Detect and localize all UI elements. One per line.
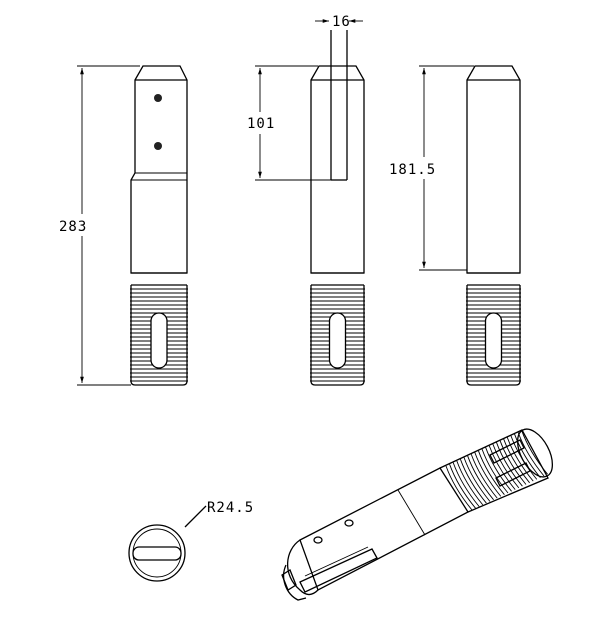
isometric-view: [281, 428, 554, 601]
end-radius-label: R24.5: [207, 500, 254, 516]
threaded-cap: [466, 285, 521, 386]
end-view: R24.5: [128, 500, 254, 582]
isometric-threads: [445, 430, 548, 511]
threaded-cap: [310, 285, 365, 386]
front-view-right: [466, 65, 521, 386]
threaded-cap: [130, 285, 188, 386]
body-length-label: 181.5: [389, 162, 436, 178]
overall-height-label: 283: [59, 219, 87, 235]
slot-width-label: 16: [332, 14, 351, 30]
dimension-slot-width: 16: [315, 14, 363, 30]
slot-depth-label: 101: [247, 116, 275, 132]
side-view-middle: [310, 30, 365, 386]
dimension-slot-depth: 101: [246, 65, 331, 181]
front-view-left: [130, 65, 188, 386]
dimension-body-length: 181.5: [388, 65, 474, 271]
mount-hole-upper: [154, 94, 162, 102]
mount-hole-lower: [154, 142, 162, 150]
dimension-overall-height: 283: [58, 65, 140, 386]
